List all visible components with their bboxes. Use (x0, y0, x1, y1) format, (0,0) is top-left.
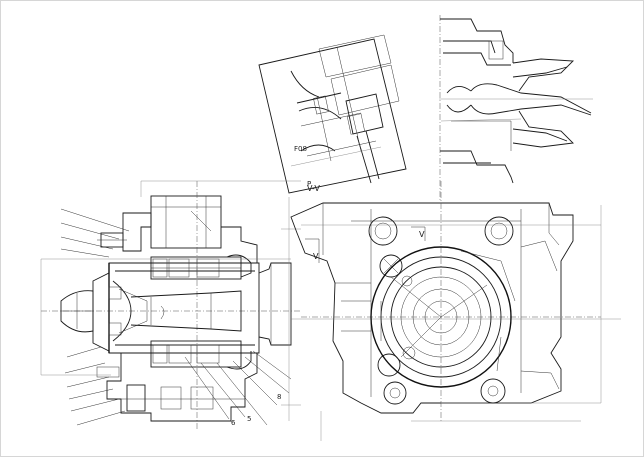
callout-5: 5 (247, 415, 251, 423)
callout-8: 8 (277, 393, 281, 401)
svg-text:P: P (307, 180, 311, 188)
section-label-vv: V-V (307, 184, 320, 193)
svg-text:F08: F08 (294, 145, 307, 153)
right-front-view: V-V V V (290, 181, 621, 441)
section-mark-right: V (419, 230, 425, 239)
left-section-view: 6 5 8 (40, 180, 301, 431)
section-mark-left: V (313, 252, 319, 261)
callout-6: 6 (231, 419, 236, 427)
rotated-detail-view: F08 P (258, 34, 407, 194)
top-right-half-view (439, 15, 593, 201)
